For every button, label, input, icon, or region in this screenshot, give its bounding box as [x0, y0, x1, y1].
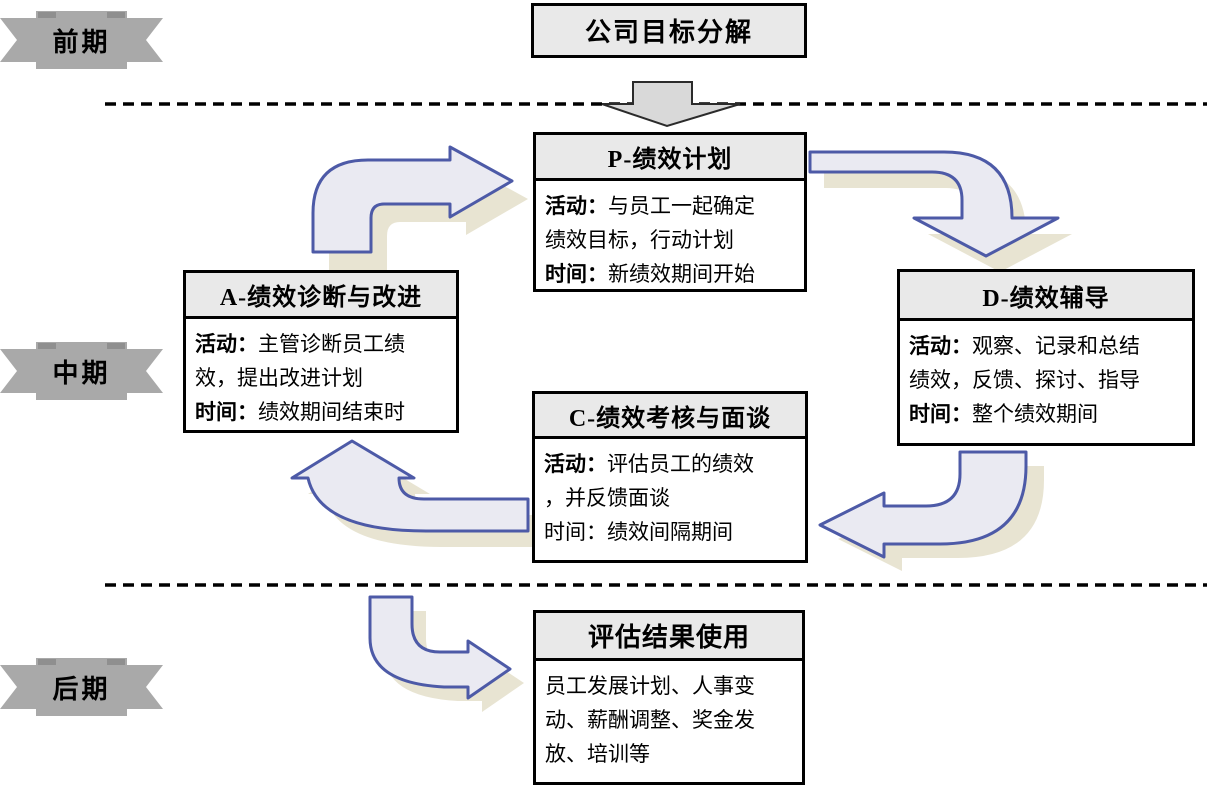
text-line: 时间：整个绩效期间: [909, 397, 1183, 431]
text-line: 员工发展计划、人事变: [545, 669, 793, 703]
ribbon-icon: [0, 11, 163, 69]
activity-label: 活动：: [195, 332, 258, 356]
time-label: 时间：: [545, 262, 608, 286]
stage-label-late: 后期: [52, 674, 111, 704]
activity-label: 活动：: [544, 452, 607, 476]
text-line: ，并反馈面谈: [544, 481, 796, 515]
text-line: 时间：新绩效期间开始: [545, 257, 795, 291]
plan-box: P-绩效计划 活动：与员工一起确定 绩效目标，行动计划 时间：新绩效期间开始: [533, 132, 807, 292]
time-label: 时间：: [909, 402, 972, 426]
text-line: 效，提出改进计划: [195, 361, 447, 395]
line-text: 观察、记录和总结: [972, 334, 1140, 358]
line-text: 时间：绩效间隔期间: [544, 520, 733, 544]
text-line: 绩效，反馈、探讨、指导: [909, 363, 1183, 397]
do-box: D-绩效辅导 活动：观察、记录和总结 绩效，反馈、探讨、指导 时间：整个绩效期间: [897, 269, 1195, 446]
line-text: ，并反馈面谈: [544, 486, 670, 510]
line-text: 放、培训等: [545, 742, 650, 766]
act-box-title: A-绩效诊断与改进: [186, 273, 456, 319]
text-line: 活动：观察、记录和总结: [909, 329, 1183, 363]
down-arrow-icon: [601, 81, 741, 128]
stage-label-early: 前期: [52, 27, 111, 57]
result-box-body: 员工发展计划、人事变 动、薪酬调整、奖金发 放、培训等: [536, 661, 802, 771]
text-line: 动、薪酬调整、奖金发: [545, 703, 793, 737]
result-box-title: 评估结果使用: [536, 613, 802, 661]
line-text: 整个绩效期间: [972, 402, 1098, 426]
line-text: 绩效期间结束时: [258, 400, 405, 424]
text-line: 绩效目标，行动计划: [545, 223, 795, 257]
company-goal-title: 公司目标分解: [584, 18, 753, 47]
line-text: 员工发展计划、人事变: [545, 674, 755, 698]
act-box-body: 活动：主管诊断员工绩 效，提出改进计划 时间：绩效期间结束时: [186, 319, 456, 429]
text-line: 活动：评估员工的绩效: [544, 447, 796, 481]
line-text: 绩效，反馈、探讨、指导: [909, 368, 1140, 392]
arrow-cycle-to-result: [368, 595, 512, 700]
ribbon-icon: [0, 658, 163, 716]
arrow-act-to-plan: [311, 145, 514, 254]
text-line: 放、培训等: [545, 737, 793, 771]
check-box-body: 活动：评估员工的绩效 ，并反馈面谈 时间：绩效间隔期间: [535, 439, 805, 549]
check-box: C-绩效考核与面谈 活动：评估员工的绩效 ，并反馈面谈 时间：绩效间隔期间: [532, 391, 808, 563]
arrow-do-to-check: [818, 450, 1028, 559]
line-text: 绩效目标，行动计划: [545, 228, 734, 252]
line-text: 动、薪酬调整、奖金发: [545, 708, 755, 732]
stage-banner-mid: 中期: [0, 335, 163, 405]
stage-label-mid: 中期: [52, 358, 111, 388]
ribbon-icon: [0, 342, 163, 400]
line-text: 效，提出改进计划: [195, 366, 363, 390]
line-text: 与员工一起确定: [608, 194, 755, 218]
text-line: 时间：绩效间隔期间: [544, 515, 796, 549]
result-box: 评估结果使用 员工发展计划、人事变 动、薪酬调整、奖金发 放、培训等: [533, 610, 805, 785]
stage-banner-early: 前期: [0, 4, 163, 74]
stage-banner-late: 后期: [0, 651, 163, 721]
act-box: A-绩效诊断与改进 活动：主管诊断员工绩 效，提出改进计划 时间：绩效期间结束时: [183, 270, 459, 433]
line-text: 评估员工的绩效: [607, 452, 754, 476]
do-box-body: 活动：观察、记录和总结 绩效，反馈、探讨、指导 时间：整个绩效期间: [900, 321, 1192, 431]
text-line: 时间：绩效期间结束时: [195, 395, 447, 429]
company-goal-box: 公司目标分解: [531, 3, 807, 58]
check-box-title: C-绩效考核与面谈: [535, 394, 805, 439]
arrow-check-to-act: [290, 439, 530, 533]
plan-box-body: 活动：与员工一起确定 绩效目标，行动计划 时间：新绩效期间开始: [536, 181, 804, 291]
do-box-title: D-绩效辅导: [900, 272, 1192, 321]
plan-box-title: P-绩效计划: [536, 135, 804, 181]
activity-label: 活动：: [909, 334, 972, 358]
activity-label: 活动：: [545, 194, 608, 218]
text-line: 活动：与员工一起确定: [545, 189, 795, 223]
text-line: 活动：主管诊断员工绩: [195, 327, 447, 361]
time-label: 时间：: [195, 400, 258, 424]
line-text: 主管诊断员工绩: [258, 332, 405, 356]
arrow-plan-to-do: [808, 150, 1060, 258]
line-text: 新绩效期间开始: [608, 262, 755, 286]
